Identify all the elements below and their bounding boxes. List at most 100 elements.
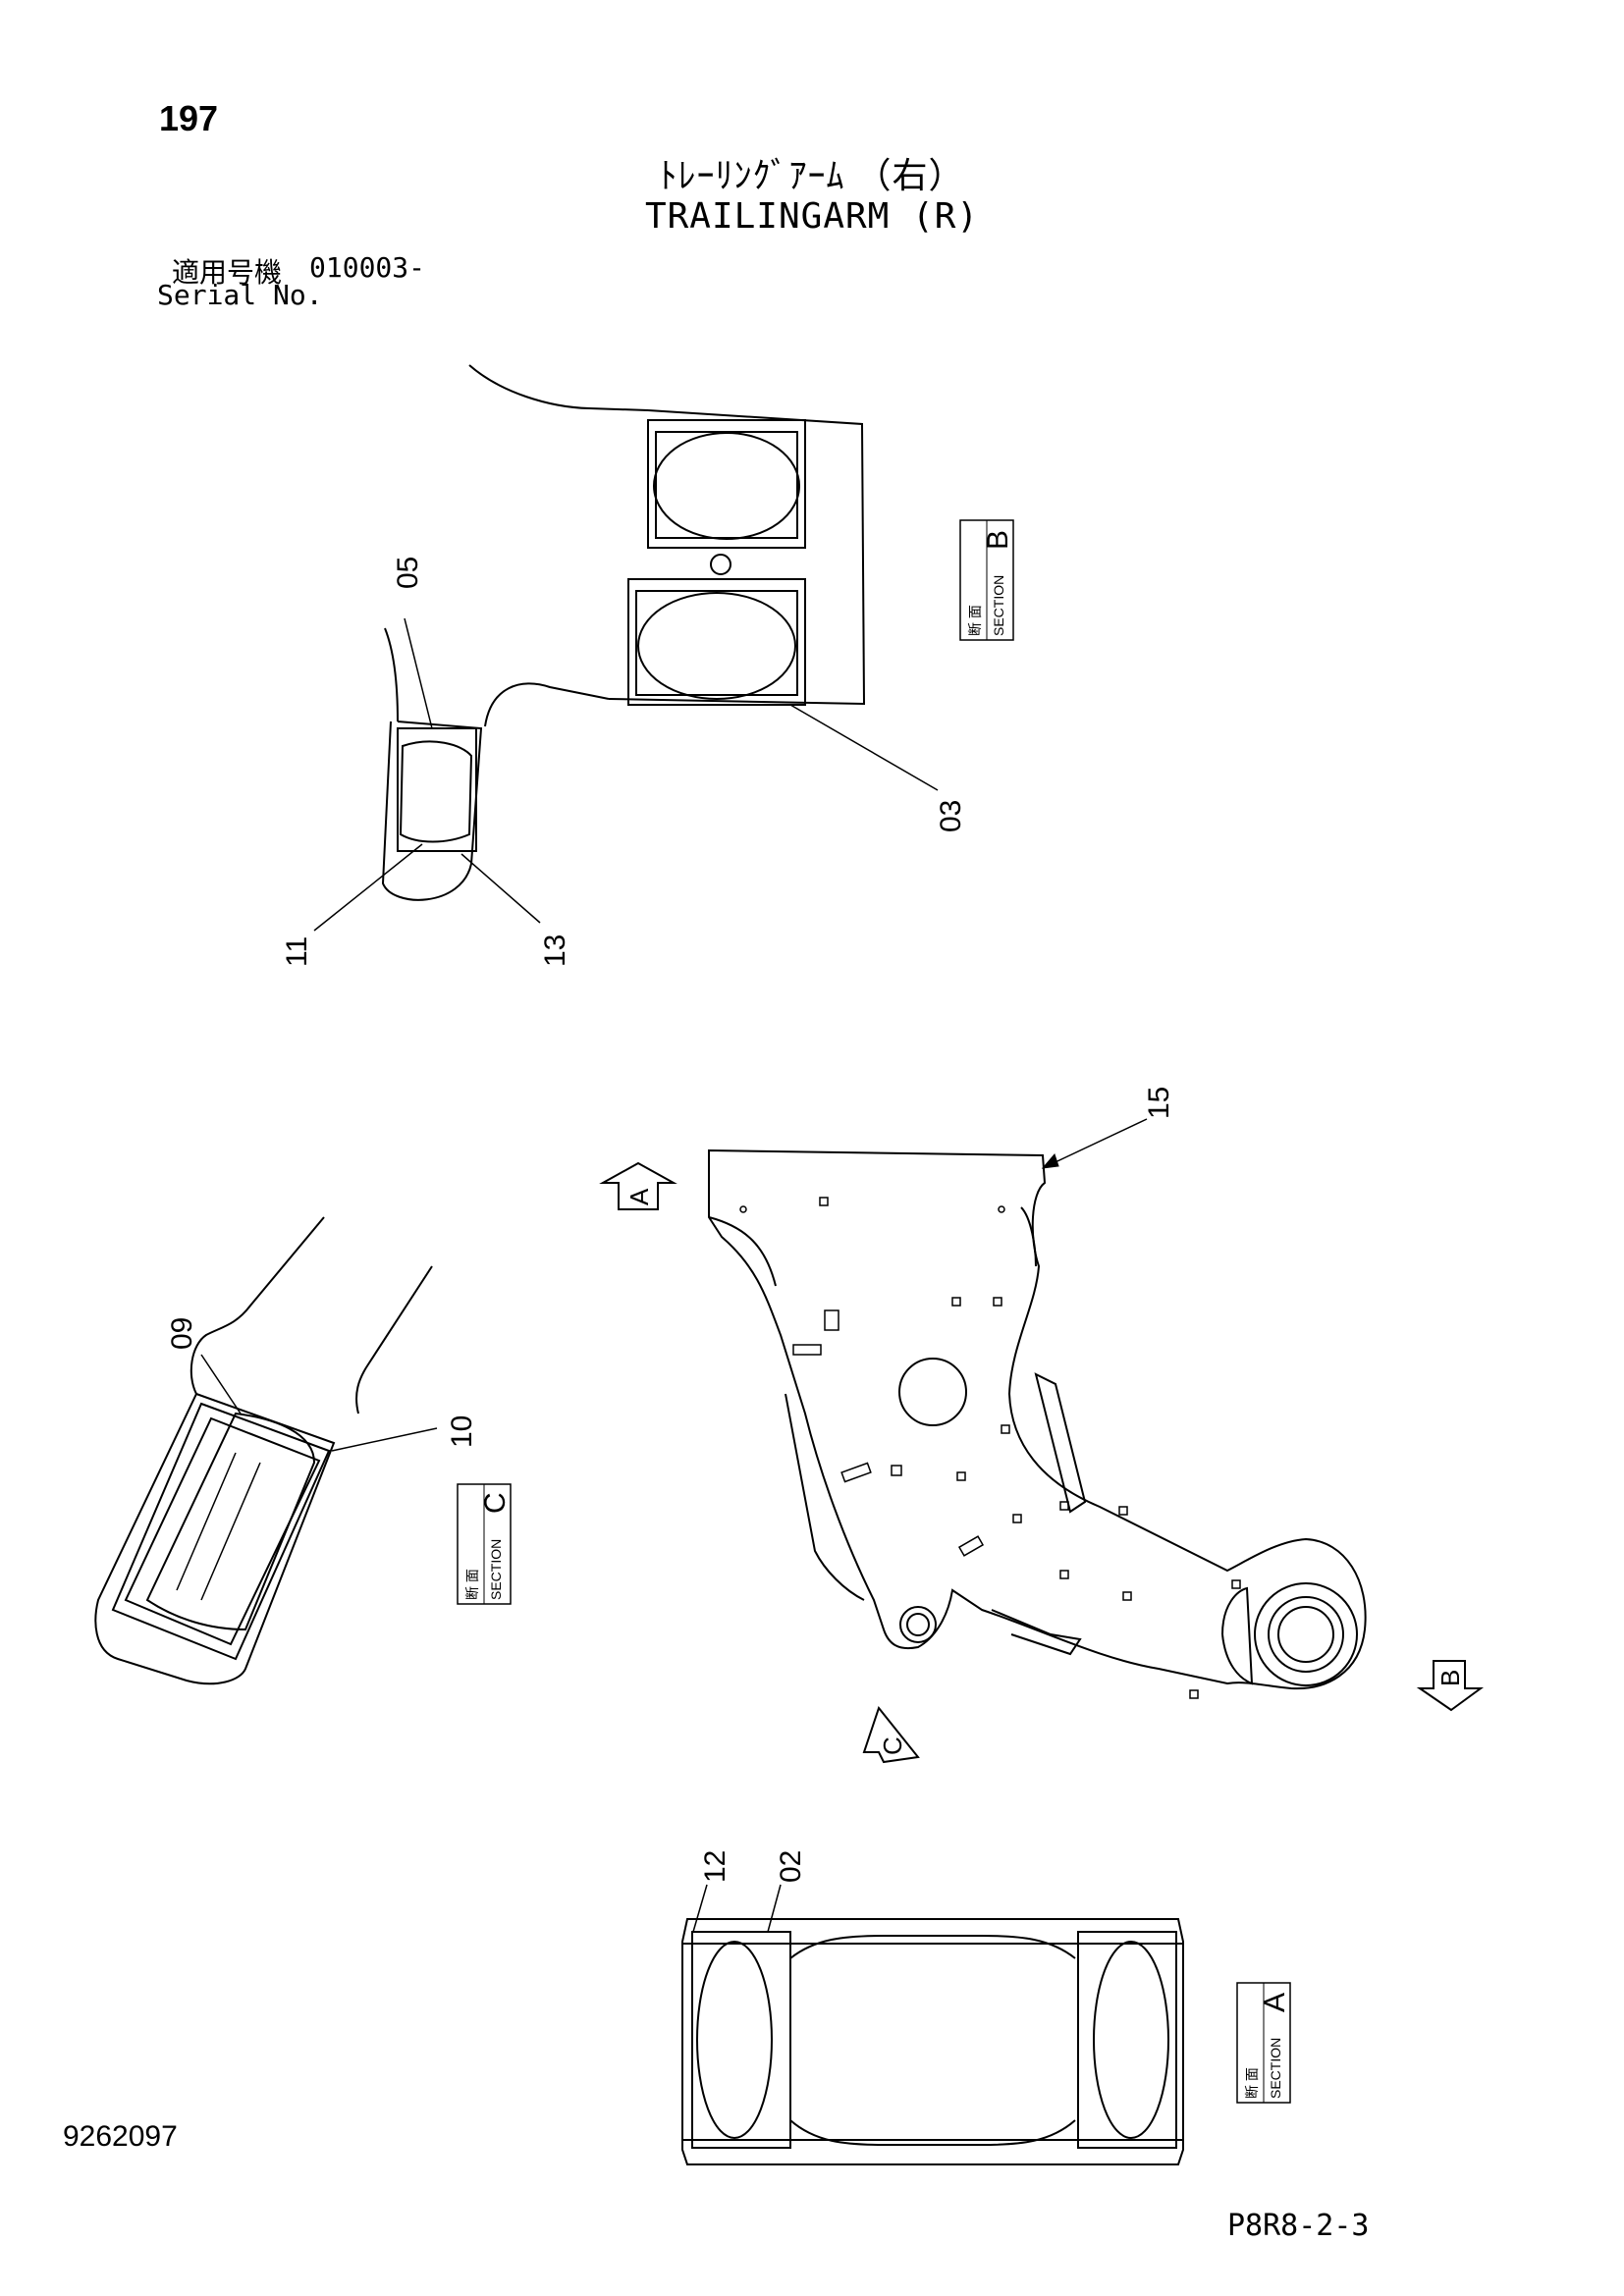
section-tag-b: B 断 面 SECTION xyxy=(959,519,1014,641)
bolt-hole xyxy=(1012,1514,1022,1523)
arm-upper-edge xyxy=(468,364,649,411)
section-tag-a-letter: A xyxy=(1259,1993,1291,2012)
trailing-arm-outline xyxy=(708,1148,1367,1690)
section-c-pin-line xyxy=(200,1462,261,1601)
section-a-right-bushing xyxy=(1077,1931,1177,2149)
section-a-left-bushing xyxy=(691,1931,791,2149)
callout-15: 15 xyxy=(1143,1087,1175,1119)
big-end-boss-outer xyxy=(1254,1582,1358,1686)
leader-13 xyxy=(460,853,541,924)
callout-02: 02 xyxy=(775,1850,807,1883)
arm-center-hole xyxy=(898,1358,967,1426)
arm-side-plate xyxy=(785,1393,865,1601)
bolt-hole xyxy=(956,1471,966,1481)
callout-12: 12 xyxy=(699,1850,731,1883)
section-tag-a-jp: 断 面 xyxy=(1244,2067,1260,2099)
section-a-outline xyxy=(681,1918,1184,2165)
callout-09: 09 xyxy=(166,1317,198,1350)
leader-09 xyxy=(200,1354,242,1415)
bolt-hole xyxy=(1059,1570,1069,1579)
small-hole xyxy=(998,1205,1005,1213)
leader-10 xyxy=(331,1427,438,1452)
page-number: 197 xyxy=(159,98,219,138)
trailing-arm-main-view xyxy=(708,1118,1367,1699)
big-end-flange xyxy=(1221,1586,1254,1685)
lower-bushing-inner xyxy=(635,590,798,696)
section-c-sleeve xyxy=(145,1412,316,1631)
lower-bushing-box xyxy=(627,578,806,706)
serial-label-japanese: 適用号機 xyxy=(172,257,283,288)
section-tag-c-jp: 断 面 xyxy=(464,1569,480,1600)
title-japanese: ﾄﾚｰﾘﾝｸﾞｱｰﾑ （右） xyxy=(659,155,965,195)
section-tag-c: C 断 面 SECTION xyxy=(457,1483,512,1605)
arm-step xyxy=(1034,1372,1087,1514)
view-marker-c-letter: C xyxy=(878,1736,907,1755)
small-end-bushing xyxy=(397,727,477,852)
small-hole xyxy=(739,1205,747,1213)
arm-lower-edge xyxy=(484,682,610,727)
bracket-plate xyxy=(840,1462,872,1483)
section-c-body xyxy=(94,1392,336,1685)
weld-tab xyxy=(1118,1506,1128,1516)
bolt-hole xyxy=(819,1197,829,1206)
section-tag-c-letter: C xyxy=(479,1492,512,1514)
section-a-center-tube xyxy=(789,1935,1076,2146)
view-marker-b: B xyxy=(1416,1660,1485,1712)
weld-tab xyxy=(1189,1689,1199,1699)
view-marker-b-letter: B xyxy=(1435,1670,1465,1686)
bolt-hole xyxy=(993,1297,1002,1307)
bushing-housing-outer xyxy=(608,409,866,706)
arm-lower-plate xyxy=(991,1609,1082,1656)
leader-12 xyxy=(692,1884,708,1933)
bolt-hole xyxy=(1001,1424,1010,1434)
pivot-boss-outer xyxy=(899,1606,937,1643)
section-b-view xyxy=(313,364,939,932)
lower-bushing-bore xyxy=(637,592,796,700)
sheet-code: P8R8-2-3 xyxy=(1227,2209,1370,2243)
grease-hole xyxy=(710,554,731,575)
arm-inner-edge xyxy=(384,627,399,722)
callout-13: 13 xyxy=(539,934,571,967)
leader-15 xyxy=(1042,1118,1148,1169)
callout-11: 11 xyxy=(281,936,313,967)
leader-02 xyxy=(767,1884,782,1933)
bolt-hole xyxy=(1059,1501,1069,1511)
section-a-right-bore xyxy=(1093,1941,1169,2139)
small-end-inner xyxy=(399,740,473,843)
bolt-hole xyxy=(1122,1591,1132,1601)
bracket-plate xyxy=(792,1344,822,1356)
view-marker-a-letter: A xyxy=(624,1188,654,1205)
callout-05: 05 xyxy=(392,557,424,589)
leader-15-arrow xyxy=(1041,1153,1059,1169)
leader-03 xyxy=(789,704,939,791)
section-tag-b-jp: 断 面 xyxy=(967,605,983,636)
section-tag-c-en: SECTION xyxy=(488,1539,504,1600)
section-tag-b-letter: B xyxy=(982,530,1014,550)
leader-05 xyxy=(404,617,433,729)
arm-left-web xyxy=(708,1216,777,1287)
bolt-hole xyxy=(951,1297,961,1307)
section-c-bushing-inner xyxy=(124,1416,321,1646)
callout-03: 03 xyxy=(935,800,967,832)
callout-10: 10 xyxy=(446,1415,478,1448)
section-c-view xyxy=(94,1216,438,1685)
section-a-left-bore xyxy=(696,1941,773,2139)
title-english: TRAILINGARM (R) xyxy=(644,196,980,237)
view-marker-c: C xyxy=(862,1705,920,1764)
upper-bushing-bore xyxy=(653,432,800,540)
pivot-boss-inner xyxy=(906,1613,930,1636)
big-end-boss-inner xyxy=(1277,1606,1334,1663)
weld-tab xyxy=(1231,1579,1241,1589)
arm-right-web xyxy=(1020,1206,1037,1267)
section-c-arm xyxy=(189,1216,433,1415)
big-end-boss-mid xyxy=(1268,1596,1344,1673)
upper-bushing-box xyxy=(647,419,806,549)
bracket-plate xyxy=(891,1465,902,1476)
serial-number-value: 010003- xyxy=(309,251,426,284)
section-c-bushing-frame xyxy=(111,1402,331,1661)
leader-11 xyxy=(313,843,423,932)
serial-label-english: Serial No. xyxy=(157,279,323,311)
view-marker-a: A xyxy=(599,1161,677,1210)
section-c-pin-line xyxy=(176,1452,237,1591)
small-end-body xyxy=(381,721,483,901)
